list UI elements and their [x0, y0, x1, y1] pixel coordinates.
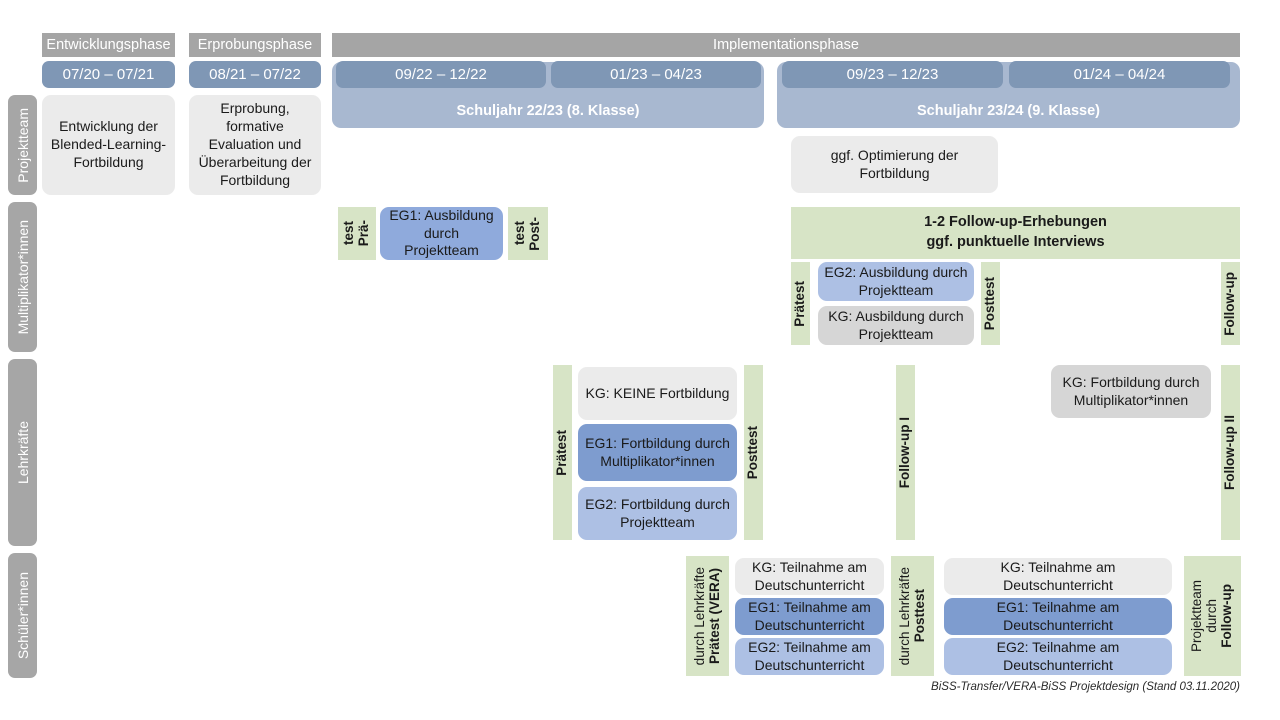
box-label: Erprobung, formative Evaluation und Über…	[198, 100, 312, 188]
followup-sub-label-1: durch	[1204, 599, 1220, 633]
row-label-text: Lehrkräfte	[14, 420, 31, 485]
box-label: ggf. Optimierung der Fortbildung	[830, 146, 959, 181]
box-label: KG: KEINE Fortbildung	[585, 384, 730, 401]
schuelerinnen-eg2-box-2: EG2: Teilnahme am Deutschunterricht	[944, 638, 1172, 675]
phase-header-label: Entwicklungsphase	[46, 36, 171, 53]
box-label: EG1: Teilnahme am Deutschunterricht	[996, 598, 1120, 633]
row-label-text: Projektteam	[14, 107, 31, 183]
row-label-schuelerinnen: Schüler*innen	[8, 553, 37, 678]
box-label: KG: Fortbildung durch Multiplikator*inne…	[1062, 373, 1200, 408]
footer-text: BiSS-Transfer/VERA-BiSS Projektdesign (S…	[931, 681, 1240, 693]
box-label: EG1: Fortbildung durch Multiplikator*inn…	[585, 434, 730, 469]
followup2-label: Follow-up II	[1222, 415, 1238, 490]
followup-sub-label-2: Projektteam	[1189, 579, 1205, 653]
lehrkraefte-followup1-column: Follow-up I	[896, 365, 915, 540]
praetest-label: Prätest	[792, 280, 808, 327]
projektteam-optimierung-box: ggf. Optimierung der Fortbildung	[791, 136, 998, 193]
period-0923-1223: 09/23 – 12/23	[782, 61, 1003, 88]
box-label: EG2: Teilnahme am Deutschunterricht	[996, 638, 1120, 673]
period-label: 09/22 – 12/22	[395, 65, 487, 83]
lehrkraefte-praetest-column: Prätest	[553, 365, 572, 540]
schuelerinnen-eg2-box-1: EG2: Teilnahme am Deutschunterricht	[735, 638, 884, 675]
box-label: KG: Teilnahme am Deutschunterricht	[752, 558, 867, 593]
praetest-sub-label: durch Lehrkräfte	[691, 566, 707, 666]
multiplikatorinnen-posttest-column: test Post-	[508, 207, 548, 260]
multiplikatorinnen-praetest2-column: Prätest	[791, 262, 810, 345]
schuelerinnen-posttest-column: durch Lehrkräfte Posttest	[891, 556, 934, 676]
multiplikatorinnen-eg1-box: EG1: Ausbildung durch Projektteam	[380, 207, 503, 260]
posttest-label: Posttest	[982, 276, 998, 331]
multiplikatorinnen-posttest2-column: Posttest	[981, 262, 1000, 345]
praetest-main-label: Prätest (VERA)	[706, 567, 722, 665]
posttest-main-label: Posttest	[911, 589, 927, 643]
period-0720-0721: 07/20 – 07/21	[42, 61, 175, 88]
posttest-line-2: test	[512, 221, 528, 246]
lehrkraefte-kg-fortbildung-box: KG: Fortbildung durch Multiplikator*inne…	[1051, 365, 1211, 418]
schuelerinnen-eg1-box-1: EG1: Teilnahme am Deutschunterricht	[735, 598, 884, 635]
phase-header-label: Implementationsphase	[713, 36, 859, 53]
followup-label: Follow-up	[1222, 271, 1238, 336]
followup1-label: Follow-up I	[897, 416, 913, 489]
phase-header-entwicklungsphase: Entwicklungsphase	[42, 33, 175, 57]
multiplikatorinnen-followup-band: 1-2 Follow-up-Erhebungen ggf. punktuelle…	[791, 207, 1240, 259]
box-label: KG: Teilnahme am Deutschunterricht	[1000, 558, 1116, 593]
lehrkraefte-followup2-column: Follow-up II	[1221, 365, 1240, 540]
period-label: 01/24 – 04/24	[1073, 65, 1166, 83]
schuelerinnen-kg-box-1: KG: Teilnahme am Deutschunterricht	[735, 558, 884, 595]
followup-band-line-1: 1-2 Follow-up-Erhebungen	[924, 214, 1107, 231]
schuelerinnen-eg1-box-2: EG1: Teilnahme am Deutschunterricht	[944, 598, 1172, 635]
row-label-text: Schüler*innen	[14, 571, 31, 660]
praetest-line-2: test	[341, 221, 357, 246]
period-label: 07/20 – 07/21	[62, 65, 155, 83]
followup-band-line-2: ggf. punktuelle Interviews	[926, 234, 1105, 250]
projektteam-entwicklung-box: Entwicklung der Blended-Learning-Fortbil…	[42, 95, 175, 195]
box-label: Entwicklung der Blended-Learning-Fortbil…	[50, 118, 167, 170]
row-label-text: Multiplikator*innen	[14, 219, 31, 335]
period-label: 09/23 – 12/23	[846, 65, 939, 83]
box-label: EG1: Ausbildung durch Projektteam	[389, 206, 494, 259]
schuelerinnen-followup-column: Projektteam durch Follow-up	[1184, 556, 1241, 676]
schoolyear-label: Schuljahr 22/23 (8. Klasse)	[456, 103, 640, 119]
lehrkraefte-eg1-box: EG1: Fortbildung durch Multiplikator*inn…	[578, 424, 737, 481]
phase-header-erprobungsphase: Erprobungsphase	[189, 33, 321, 57]
posttest-sub-label: durch Lehrkräfte	[896, 566, 912, 666]
period-label: 08/21 – 07/22	[209, 65, 301, 83]
followup-main-label: Follow-up	[1218, 584, 1234, 648]
lehrkraefte-posttest-column: Posttest	[744, 365, 763, 540]
row-label-multiplikatorinnen: Multiplikator*innen	[8, 202, 37, 352]
lehrkraefte-kg-keine-box: KG: KEINE Fortbildung	[578, 367, 737, 420]
box-label: EG1: Teilnahme am Deutschunterricht	[748, 598, 871, 633]
box-label: EG2: Ausbildung durch Projektteam	[824, 263, 968, 298]
lehrkraefte-eg2-box: EG2: Fortbildung durch Projektteam	[578, 487, 737, 540]
multiplikatorinnen-eg2-box: EG2: Ausbildung durch Projektteam	[818, 262, 974, 301]
phase-header-label: Erprobungsphase	[197, 36, 313, 53]
period-label: 01/23 – 04/23	[610, 65, 702, 83]
period-0821-0722: 08/21 – 07/22	[189, 61, 321, 88]
row-label-projektteam: Projektteam	[8, 95, 37, 195]
praetest-line-1: Prä-	[356, 220, 371, 247]
posttest-line-1: Post-	[527, 216, 542, 251]
multiplikatorinnen-followup-column: Follow-up	[1221, 262, 1240, 345]
multiplikatorinnen-kg-box: KG: Ausbildung durch Projektteam	[818, 306, 974, 345]
praetest-label: Prätest	[554, 429, 570, 476]
multiplikatorinnen-praetest-column: test Prä-	[338, 207, 376, 260]
box-label: KG: Ausbildung durch Projektteam	[828, 307, 964, 342]
box-label: EG2: Fortbildung durch Projektteam	[585, 495, 730, 530]
period-0124-0424: 01/24 – 04/24	[1009, 61, 1230, 88]
projektteam-erprobung-box: Erprobung, formative Evaluation und Über…	[189, 95, 321, 195]
phase-header-implementationsphase: Implementationsphase	[332, 33, 1240, 57]
schuelerinnen-kg-box-2: KG: Teilnahme am Deutschunterricht	[944, 558, 1172, 595]
footer-credit: BiSS-Transfer/VERA-BiSS Projektdesign (S…	[840, 681, 1240, 699]
posttest-label: Posttest	[745, 425, 761, 480]
period-0922-1222: 09/22 – 12/22	[336, 61, 546, 88]
schoolyear-label: Schuljahr 23/24 (9. Klasse)	[917, 103, 1100, 119]
period-0123-0423: 01/23 – 04/23	[551, 61, 761, 88]
box-label: EG2: Teilnahme am Deutschunterricht	[748, 638, 871, 673]
schuelerinnen-praetest-vera-column: durch Lehrkräfte Prätest (VERA)	[686, 556, 729, 676]
row-label-lehrkraefte: Lehrkräfte	[8, 359, 37, 546]
